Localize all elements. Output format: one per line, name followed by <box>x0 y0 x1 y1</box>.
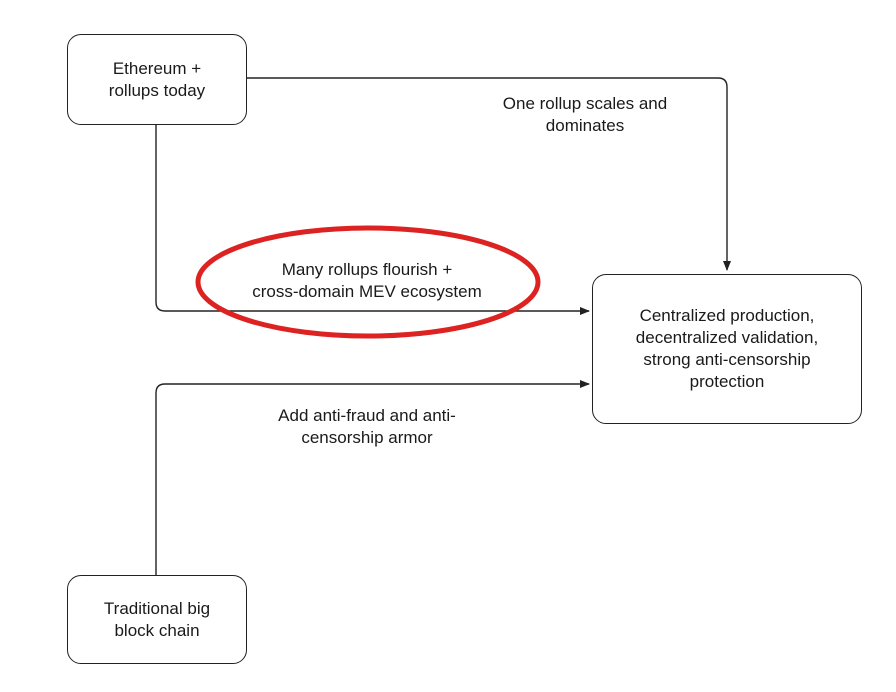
edge-label-line: censorship armor <box>301 428 433 447</box>
edge-label-line: One rollup scales and <box>502 94 668 113</box>
node-text-line: Centralized production, <box>639 306 815 325</box>
node-text-line: Traditional big <box>103 598 211 618</box>
node-centralized-production: Centralized production, decentralized va… <box>592 274 862 424</box>
edge-label-line: Add anti-fraud and anti- <box>278 406 456 425</box>
edge-anti-fraud <box>155 380 590 575</box>
edge-label-many-rollups: Many rollups flourish + cross-domain MEV… <box>230 259 504 303</box>
node-traditional-big-block-chain: Traditional big block chain <box>67 575 247 664</box>
node-text-line: Ethereum + <box>112 58 202 78</box>
edge-label-one-rollup: One rollup scales and dominates <box>468 93 702 137</box>
node-text-line: rollups today <box>108 80 206 100</box>
node-text-line: protection <box>689 372 765 391</box>
edge-label-line: dominates <box>545 116 625 135</box>
edge-label-line: Many rollups flourish + <box>281 260 453 279</box>
edge-label-line: cross-domain MEV ecosystem <box>252 282 482 301</box>
edge-many-rollups <box>155 125 590 315</box>
node-ethereum-rollups-today: Ethereum + rollups today <box>67 34 247 125</box>
edge-one-rollup <box>246 77 731 271</box>
edge-label-anti-fraud: Add anti-fraud and anti- censorship armo… <box>240 405 494 449</box>
node-text-line: decentralized validation, <box>635 328 819 347</box>
node-text-line: strong anti-censorship <box>643 350 811 369</box>
node-text-line: block chain <box>114 620 200 640</box>
